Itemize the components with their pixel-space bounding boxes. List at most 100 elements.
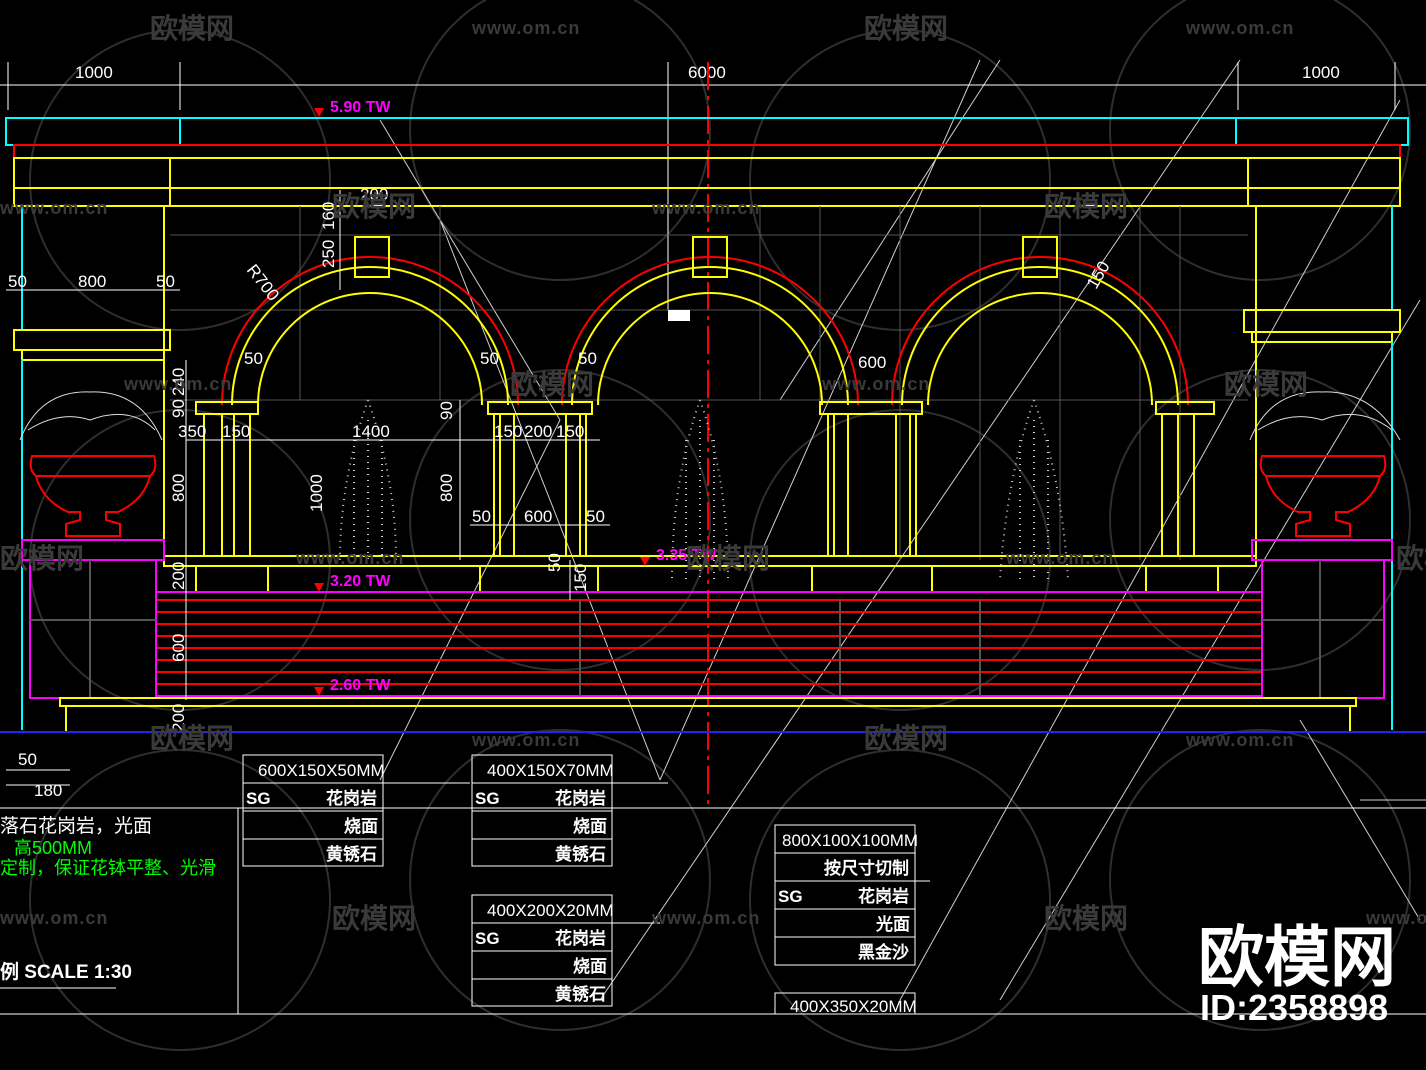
basin xyxy=(155,591,1263,697)
note-line-3: 定制，保证花钵平整、光滑 xyxy=(0,858,216,878)
svg-text:欧模网: 欧模网 xyxy=(1044,191,1128,222)
t4-size: 800X100X100MM xyxy=(782,831,918,850)
planter-urn-right xyxy=(1249,391,1401,537)
svg-text:www.om.cn: www.om.cn xyxy=(0,198,108,218)
right-pilaster xyxy=(1243,206,1401,730)
legend-frame xyxy=(0,807,1426,1015)
dim-1000: 1000 xyxy=(307,474,326,512)
dim-radius: R700 xyxy=(243,261,283,305)
level-ground: 2.60 TW xyxy=(330,677,391,694)
dim-top-left: 1000 xyxy=(75,63,113,82)
note-line-2: 高500MM xyxy=(14,838,92,858)
dim-200-d: 200 xyxy=(524,422,552,441)
level-water: 3.35 TW xyxy=(656,547,717,564)
dim-50-e: 50 xyxy=(578,349,597,368)
dim-150-e: 150 xyxy=(1083,258,1114,292)
dimension-lines xyxy=(6,190,610,786)
dim-800-b: 800 xyxy=(169,474,188,502)
svg-text:欧模网: 欧模网 xyxy=(150,13,234,44)
svg-text:欧模网: 欧模网 xyxy=(0,543,84,574)
t4-material: 花岗岩 xyxy=(858,886,909,906)
svg-text:欧模网: 欧模网 xyxy=(1044,903,1128,934)
dim-150-c: 150 xyxy=(556,422,584,441)
dim-240: 240 xyxy=(169,368,188,396)
dim-50-h: 50 xyxy=(545,553,564,572)
dim-50-d: 50 xyxy=(480,349,499,368)
brand-logo: 欧模网 xyxy=(1198,920,1396,994)
dim-600-c: 600 xyxy=(858,353,886,372)
planter-urn-left xyxy=(19,391,163,537)
svg-text:www.om.cn: www.om.cn xyxy=(123,374,232,394)
level-top: 5.90 TW xyxy=(330,99,391,116)
t3-color: 黄锈石 xyxy=(555,984,606,1004)
t1-code: SG xyxy=(246,789,271,808)
dim-800-a: 800 xyxy=(78,272,106,291)
material-table-1 xyxy=(242,754,470,867)
svg-text:欧模网: 欧模网 xyxy=(510,369,594,400)
svg-text:欧模网: 欧模网 xyxy=(864,13,948,44)
t1-finish: 烧面 xyxy=(344,817,378,836)
t3-size: 400X200X20MM xyxy=(487,901,614,920)
material-table-4 xyxy=(774,824,930,1015)
t4-note: 按尺寸切制 xyxy=(824,858,909,878)
dim-150-d: 150 xyxy=(571,564,590,592)
svg-text:www.om.cn: www.om.cn xyxy=(651,908,760,928)
svg-text:欧模网: 欧模网 xyxy=(864,723,948,754)
cornice xyxy=(5,117,1409,207)
material-table-2 xyxy=(471,754,668,867)
svg-text:www.om.cn: www.om.cn xyxy=(1005,548,1114,568)
dim-50-bottom: 50 xyxy=(18,750,37,769)
t2-size: 400X150X70MM xyxy=(487,761,614,780)
dim-350: 350 xyxy=(178,422,206,441)
svg-text:欧模网: 欧模网 xyxy=(686,543,770,574)
scale-label: 例 SCALE 1:30 xyxy=(0,960,132,983)
svg-text:www.om.cn: www.om.cn xyxy=(0,908,108,928)
t2-color: 黄锈石 xyxy=(555,844,606,864)
dim-50-a: 50 xyxy=(8,272,27,291)
dim-200: 200 xyxy=(360,185,388,204)
svg-text:www.om.cn: www.om.cn xyxy=(471,730,580,750)
svg-text:www.om.cn: www.om.cn xyxy=(295,548,404,568)
arches xyxy=(221,236,1189,406)
watermark-circles xyxy=(29,0,1411,1051)
svg-text:欧模网: 欧模网 xyxy=(150,723,234,754)
svg-text:www.om.cn: www.om.cn xyxy=(1365,908,1426,928)
top-dimension xyxy=(0,62,1426,310)
t4-finish: 光面 xyxy=(875,914,910,934)
dim-50-b: 50 xyxy=(156,272,175,291)
dim-50-c: 50 xyxy=(244,349,263,368)
svg-text:www.om.cn: www.om.cn xyxy=(471,18,580,38)
material-table-3 xyxy=(471,894,660,1007)
wall-tiles xyxy=(170,206,1248,560)
dim-90-a: 90 xyxy=(169,399,188,418)
note-line-1: 落石花岗岩，光面 xyxy=(0,815,152,837)
dim-160: 160 xyxy=(319,202,338,230)
dim-1400: 1400 xyxy=(352,422,390,441)
dim-top-center: 6000 xyxy=(688,63,726,82)
dim-top-right: 1000 xyxy=(1302,63,1340,82)
svg-text:www.om.cn: www.om.cn xyxy=(1185,730,1294,750)
dim-150-a: 150 xyxy=(222,422,250,441)
dim-180: 180 xyxy=(34,781,62,800)
dim-800-c: 800 xyxy=(437,474,456,502)
dim-50-g: 50 xyxy=(586,507,605,526)
t3-material: 花岗岩 xyxy=(555,928,606,948)
svg-text:欧模网: 欧模网 xyxy=(1224,369,1308,400)
dim-250: 250 xyxy=(319,240,338,268)
dim-200-c: 200 xyxy=(169,704,188,732)
watermarks: 欧模网 www.om.cn 欧模网 www.om.cn www.om.cn 欧模… xyxy=(0,13,1426,934)
svg-text:欧模网: 欧模网 xyxy=(1396,543,1426,574)
svg-text:www.om.cn: www.om.cn xyxy=(1185,18,1294,38)
dim-90-b: 90 xyxy=(437,401,456,420)
svg-text:www.om.cn: www.om.cn xyxy=(651,198,760,218)
level-markers xyxy=(314,108,650,696)
t4-code: SG xyxy=(778,887,803,906)
t1-color: 黄锈石 xyxy=(326,844,377,864)
svg-text:欧模网: 欧模网 xyxy=(332,191,416,222)
dim-600-b: 600 xyxy=(524,507,552,526)
dim-150-b: 150 xyxy=(494,422,522,441)
t5-size: 400X350X20MM xyxy=(790,997,917,1016)
t2-finish: 烧面 xyxy=(573,817,607,836)
t4-color: 黑金沙 xyxy=(858,942,909,962)
